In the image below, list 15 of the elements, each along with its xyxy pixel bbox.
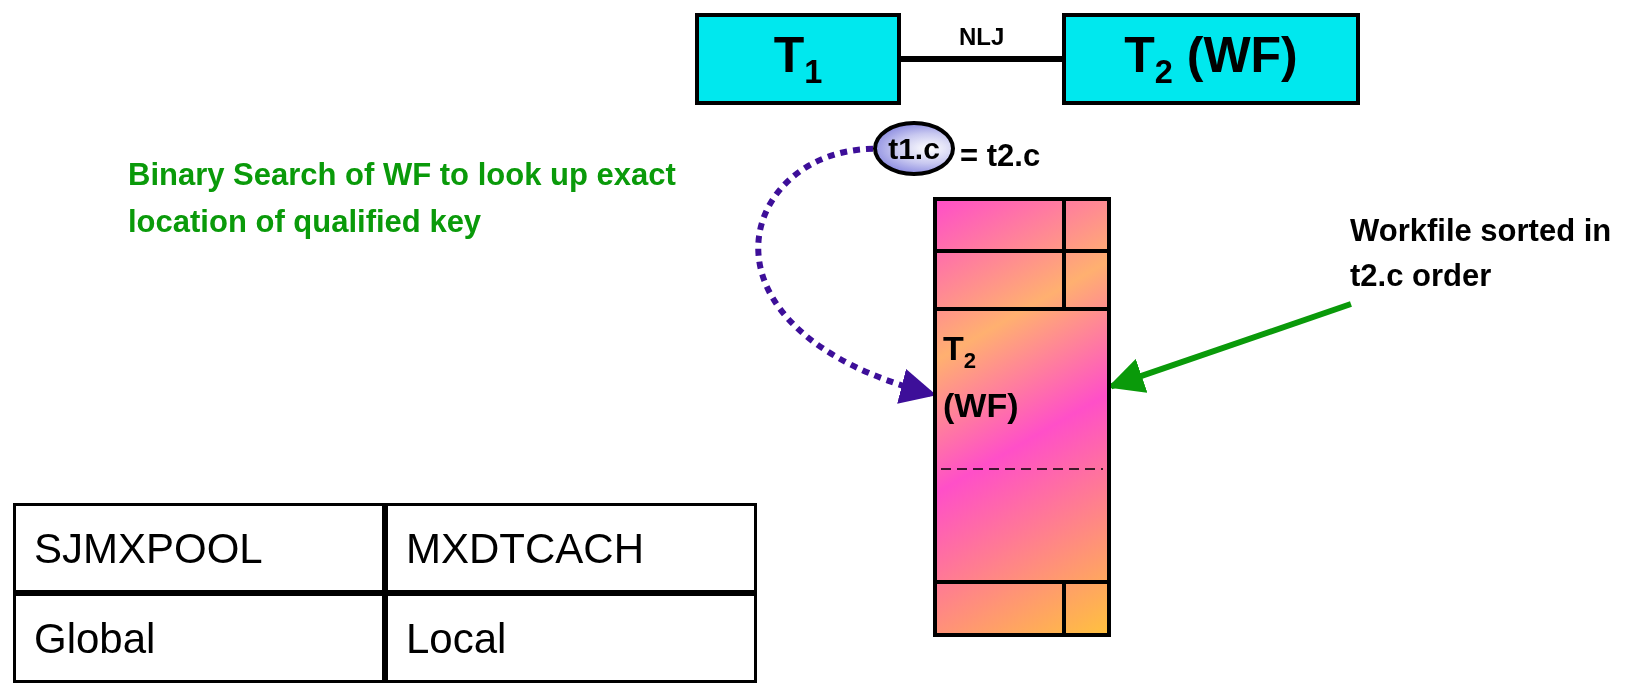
node-label: T$_{2}$ (WF): [943, 328, 1020, 427]
scope-value: Global: [13, 593, 385, 683]
table-box: [695, 13, 901, 105]
node-label: t1.c: [888, 131, 940, 166]
parameter-name: MXDTCACH: [385, 503, 757, 593]
table-box: [1062, 13, 1360, 105]
equation-text: = t2.c: [960, 137, 1042, 175]
annotation-text: Binary Search of WF to look up exact location of qualified key: [128, 156, 677, 241]
parameter-name: SJMXPOOL: [13, 503, 385, 593]
connector-line: [901, 56, 1062, 62]
scope-value: Local: [385, 593, 757, 683]
workfile-drawing: [933, 197, 1111, 637]
node-label: T$_{1}$: [773, 26, 823, 92]
annotation-text: Workfile sorted in t2.c order: [1350, 212, 1613, 295]
node-label: T$_{2}$ (WF): [1124, 26, 1298, 92]
